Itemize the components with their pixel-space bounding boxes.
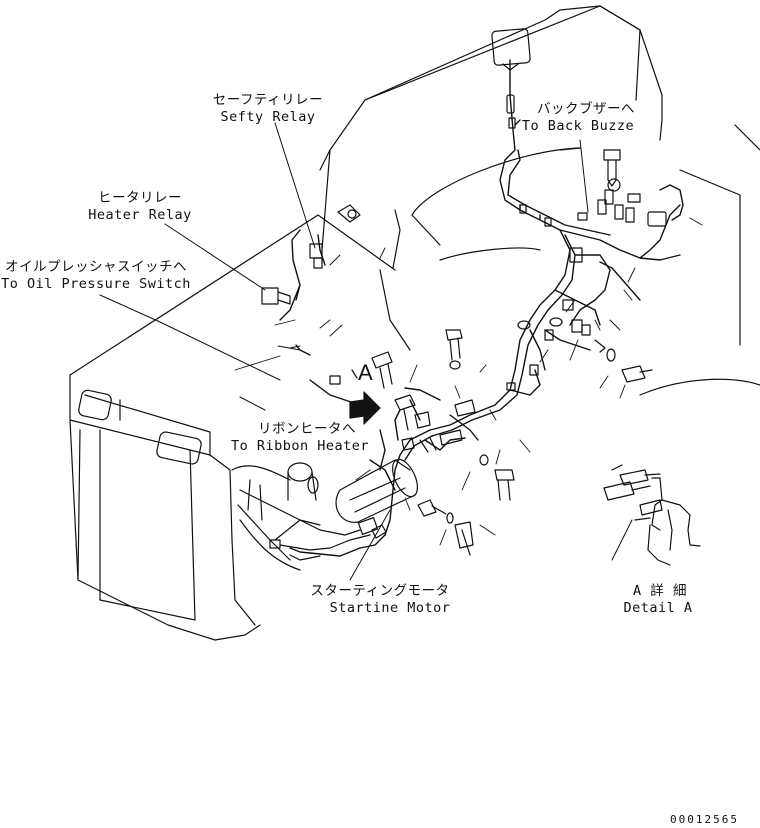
starting-motor-drawing [232, 456, 423, 570]
detail-a-label-en: Detail A [623, 600, 693, 616]
detail-a-drawing [604, 465, 700, 565]
cab-body-outline [320, 6, 760, 395]
back-buzzer-label-jp: バックブザーへ [537, 101, 635, 117]
oil-pressure-label-jp: オイルプレッシャスイッチへ [5, 259, 187, 275]
leader-lines [100, 123, 632, 580]
document-number: 00012565 [670, 813, 739, 826]
safety-relay-label-jp: セーフティリレー [212, 92, 324, 108]
safety-relay-label-en: Sefty Relay [220, 109, 316, 125]
heater-relay-label-en: Heater Relay [88, 207, 192, 223]
components [262, 28, 666, 555]
wire-harness [280, 60, 683, 556]
heater-relay-label-jp: ヒータリレー [98, 190, 182, 206]
starting-motor-label-en: Startine Motor [329, 600, 451, 616]
detail-a-label-jp: A 詳 細 [633, 583, 687, 599]
view-arrow [350, 392, 380, 424]
oil-pressure-label-en: To Oil Pressure Switch [1, 276, 191, 292]
ribbon-heater-label-en: To Ribbon Heater [230, 438, 370, 454]
ribbon-heater-label-jp: リボンヒータへ [258, 421, 356, 437]
view-marker-a: A [358, 360, 373, 385]
engine-hood-outline [70, 215, 395, 640]
callout-ticks [235, 218, 702, 545]
starting-motor-label-jp: スターティングモータ [310, 583, 450, 599]
back-buzzer-label-en: To Back Buzze [521, 118, 635, 134]
